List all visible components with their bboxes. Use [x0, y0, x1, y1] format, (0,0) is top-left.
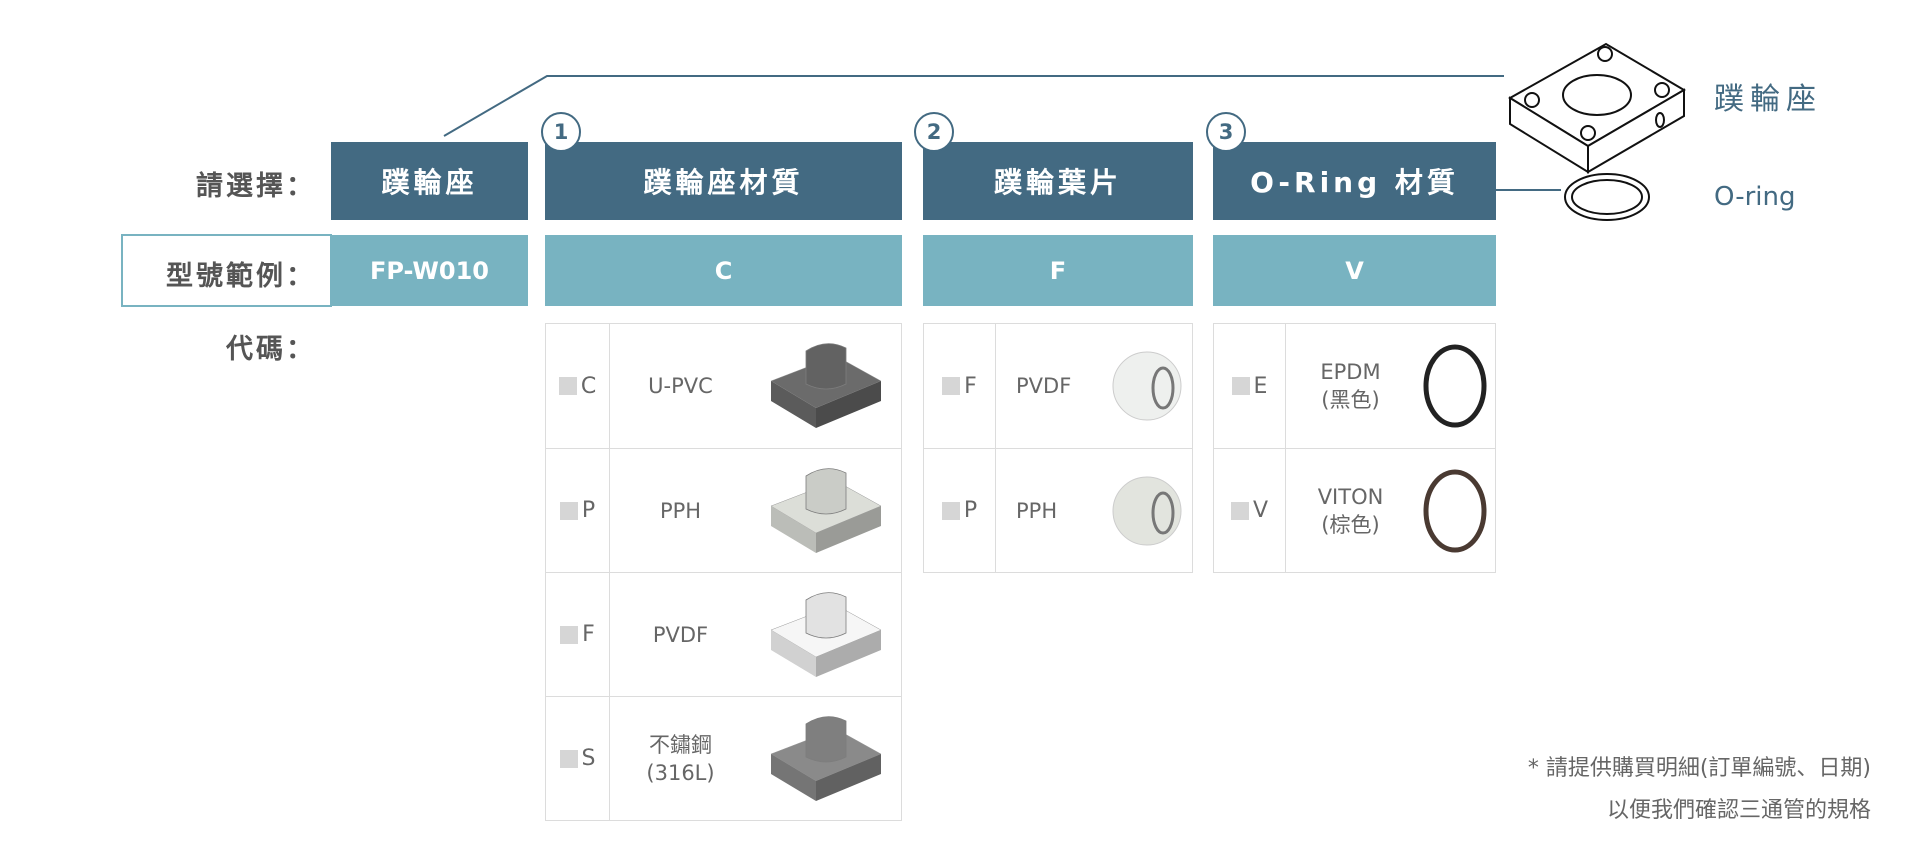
option-name-line: PVDF	[652, 622, 709, 647]
seat-product-image	[751, 449, 901, 572]
code-disc: F	[923, 235, 1193, 306]
option-code-text: F	[964, 373, 977, 399]
option-code: F	[546, 573, 610, 696]
option-code-text: V	[1252, 498, 1269, 523]
option-row: C U-PVC	[546, 324, 901, 448]
option-row: V VITON (棕色)	[1214, 448, 1495, 572]
checkbox-square-icon	[942, 377, 961, 395]
option-name: PVDF	[996, 324, 1102, 448]
disc-product-image	[1102, 449, 1192, 572]
header-disc: 蹼輪葉片	[923, 142, 1193, 220]
checkbox-square-icon	[941, 501, 960, 520]
option-name: PPH	[610, 449, 751, 572]
option-name-line: PPH	[1016, 498, 1058, 523]
disc-table: F PVDF P PPH	[923, 323, 1193, 573]
option-code: V	[1214, 449, 1286, 572]
option-row: F PVDF	[546, 572, 901, 696]
oring-table: E EPDM (黑色) V VITON (棕色)	[1213, 323, 1496, 573]
code-oring: V	[1213, 235, 1496, 306]
step-number-3: 3	[1206, 112, 1246, 152]
seat-product-image	[751, 573, 901, 696]
option-name: PVDF	[610, 573, 751, 696]
checkbox-square-icon	[558, 377, 577, 395]
code-label: 代碼：	[226, 334, 316, 365]
option-code: C	[546, 324, 610, 448]
option-row: E EPDM (黑色)	[1214, 324, 1495, 448]
oring-product-image	[1415, 324, 1495, 448]
step-number-2: 2	[914, 112, 954, 152]
option-name: PPH	[996, 449, 1102, 572]
option-name-line: PVDF	[1016, 374, 1072, 398]
checkbox-square-icon	[560, 625, 579, 644]
code-seat-material: C	[545, 235, 902, 306]
option-code-text: F	[582, 622, 595, 647]
option-row: P PPH	[546, 448, 901, 572]
header-seat-material: 蹼輪座材質	[545, 142, 902, 220]
option-code: P	[546, 449, 610, 572]
option-code-text: E	[1253, 373, 1268, 399]
oring-diagram-label: O-ring	[1714, 182, 1796, 212]
oring-product-image	[1415, 449, 1495, 572]
seat-material-table: C U-PVC P PPH F PVDF S 不鏽鋼 (316L)	[545, 323, 902, 821]
seat-product-image	[751, 697, 901, 820]
option-name-line: (316L)	[646, 760, 715, 785]
code-seat: FP-W010	[331, 235, 528, 306]
checkbox-square-icon	[1231, 377, 1250, 395]
option-name-line: (棕色)	[1321, 512, 1380, 537]
option-name: VITON (棕色)	[1286, 449, 1415, 572]
step-number-1: 1	[541, 112, 581, 152]
option-code-text: C	[580, 373, 597, 399]
checkbox-square-icon	[1230, 501, 1249, 520]
option-name-line: 不鏽鋼	[648, 732, 712, 757]
option-name-line: VITON	[1317, 484, 1384, 509]
note-line-2: 以便我們確認三通管的規格	[1606, 798, 1871, 823]
option-code-text: S	[581, 746, 596, 771]
note-line-1: * 請提供購買明細(訂單編號、日期)	[1527, 756, 1871, 781]
option-name-line: U-PVC	[648, 374, 713, 398]
select-label: 請選擇：	[196, 171, 316, 202]
checkbox-square-icon	[559, 501, 578, 520]
option-name-line: EPDM	[1320, 360, 1381, 384]
option-name-line: PPH	[659, 498, 702, 523]
model-example-label: 型號範例：	[166, 261, 316, 292]
seat-product-image	[751, 324, 901, 448]
option-code: S	[546, 697, 610, 820]
seat-diagram-label: 蹼輪座	[1714, 82, 1822, 117]
seat-diagram-icon	[1508, 42, 1686, 221]
option-row: P PPH	[924, 448, 1192, 572]
disc-product-image	[1102, 324, 1192, 448]
option-row: F PVDF	[924, 324, 1192, 448]
header-oring-material: O-Ring 材質	[1213, 142, 1496, 220]
option-code-text: P	[963, 498, 978, 523]
option-name-line: (黑色)	[1321, 388, 1380, 412]
option-name: EPDM (黑色)	[1286, 324, 1415, 448]
option-code-text: P	[581, 498, 596, 523]
header-seat: 蹼輪座	[331, 142, 528, 220]
option-code: E	[1214, 324, 1286, 448]
option-code: F	[924, 324, 996, 448]
option-code: P	[924, 449, 996, 572]
checkbox-square-icon	[559, 749, 578, 768]
option-name: 不鏽鋼 (316L)	[610, 697, 751, 820]
option-row: S 不鏽鋼 (316L)	[546, 696, 901, 820]
option-name: U-PVC	[610, 324, 751, 448]
